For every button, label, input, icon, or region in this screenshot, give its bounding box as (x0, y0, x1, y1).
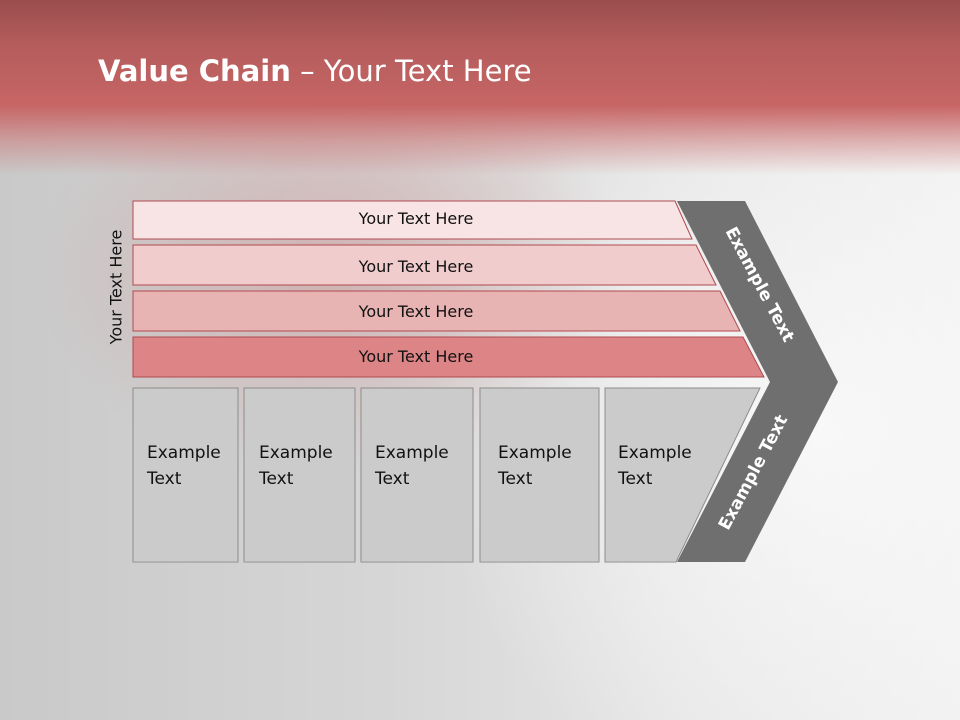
box-3-line2: Text (374, 469, 410, 489)
box-3-line1: Example (375, 443, 449, 463)
box-3-shape (360, 387, 474, 563)
chevron-arrow-shape (677, 201, 838, 562)
box-3-line2-reflection: Text (374, 635, 410, 655)
box-4-line1-reflection: Example (498, 661, 572, 681)
box-2-line1: Example (259, 443, 333, 463)
page-title: Value Chain – Your Text Here (98, 54, 532, 88)
box-1-line2: Text (146, 469, 182, 489)
bar-2-shape (132, 244, 717, 286)
box-3-line1-reflection: Example (375, 661, 449, 681)
box-5-line1: Example (618, 443, 692, 463)
box-4-line1: Example (498, 443, 572, 463)
box-2-shape (243, 387, 356, 563)
box-1-line2-reflection: Text (146, 635, 182, 655)
box-5-line1-reflection: Example (618, 661, 692, 681)
bar-3-label: Your Text Here (358, 302, 474, 321)
bar-1-label: Your Text Here (358, 209, 474, 228)
box-1-line1-reflection: Example (147, 661, 221, 681)
diagram-reflection: Example Text Example Text Example Text E… (132, 561, 792, 720)
box-4-shape (479, 387, 600, 563)
bar-4-shape (132, 336, 765, 378)
box-4-line2-reflection: Text (497, 635, 533, 655)
title-rest: – Your Text Here (290, 54, 532, 88)
box-2-line2: Text (258, 469, 294, 489)
box-5-line2-reflection: Text (617, 635, 653, 655)
bar-3-shape (132, 290, 741, 332)
box-5-line2: Text (617, 469, 653, 489)
diagram-main: Your Text Here Your Text Here Your Text … (132, 200, 838, 563)
title-bold: Value Chain (98, 54, 291, 88)
box-1-line1: Example (147, 443, 221, 463)
header-band (0, 0, 960, 175)
box-2-line2-reflection: Text (258, 635, 294, 655)
box-2-line1-reflection: Example (259, 661, 333, 681)
bar-1-shape (132, 200, 693, 240)
bar-2-label: Your Text Here (358, 257, 474, 276)
box-4-line2: Text (497, 469, 533, 489)
box-1-shape (132, 387, 239, 563)
bar-4-label: Your Text Here (358, 347, 474, 366)
